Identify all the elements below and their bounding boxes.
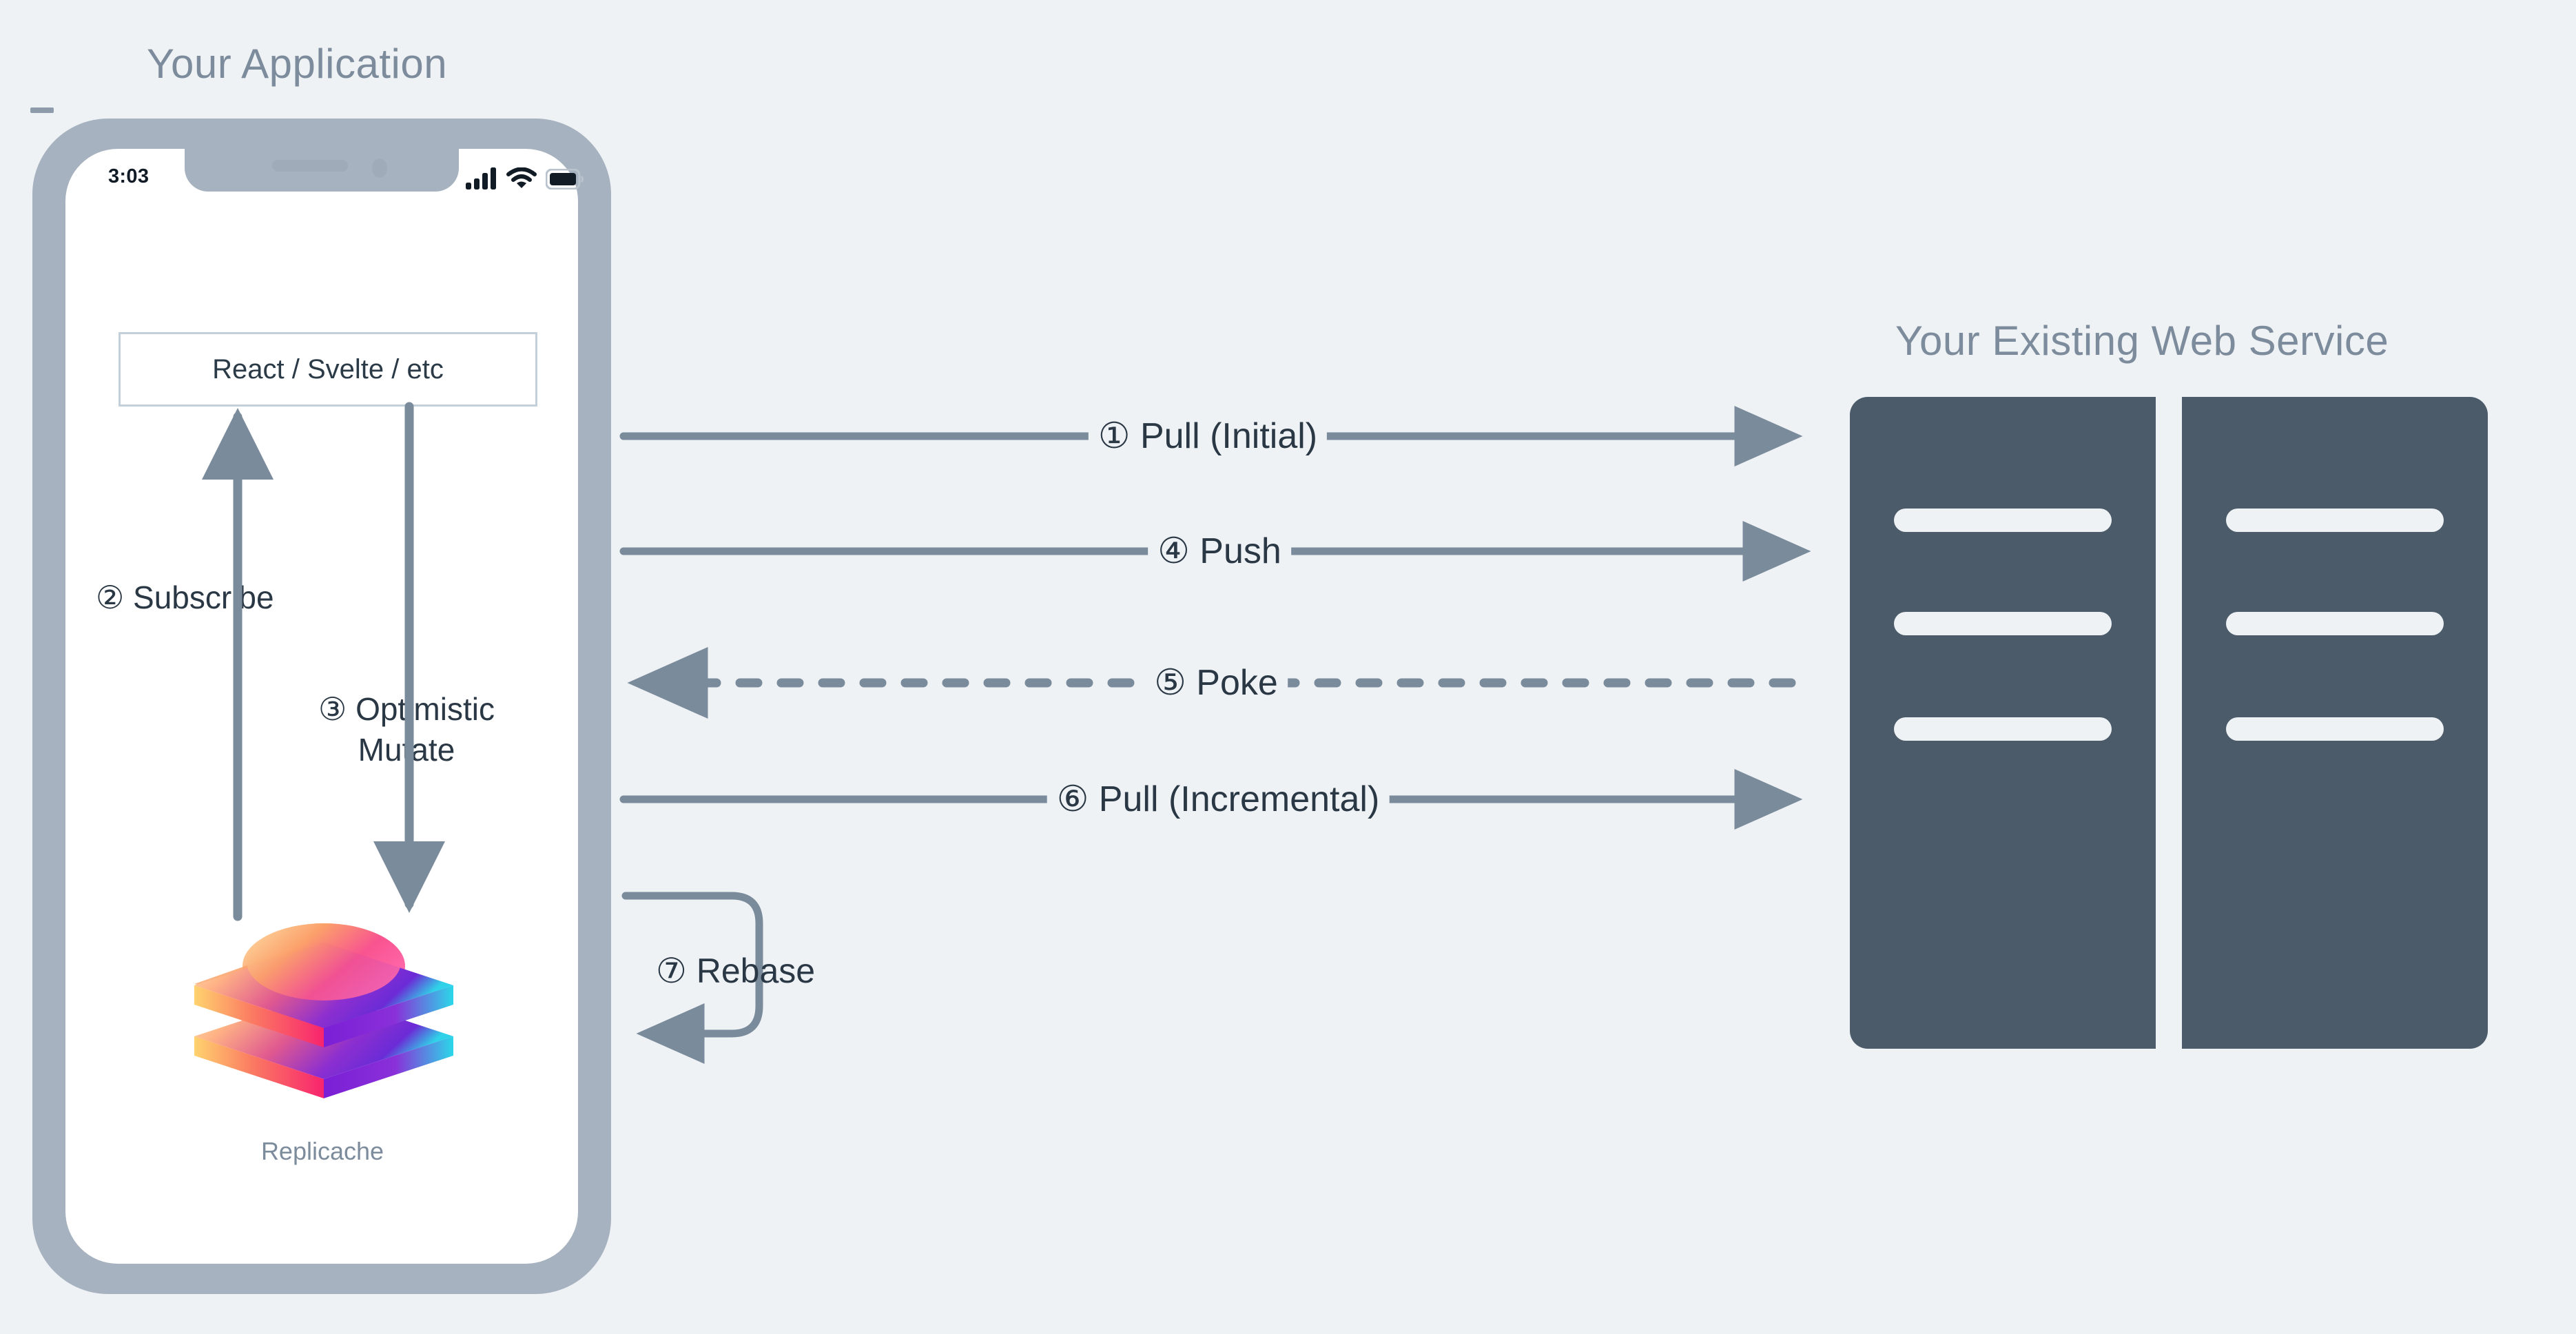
status-bar-icons [466, 167, 584, 189]
pull-incremental-text: Pull (Incremental) [1098, 779, 1380, 819]
server-unit-left [1850, 397, 2156, 1049]
step-4-number: ④ [1157, 531, 1190, 571]
push-text: Push [1199, 531, 1281, 571]
step-2-number: ② [96, 579, 125, 615]
phone-speaker-icon [272, 160, 348, 172]
push-label: ④ Push [1148, 531, 1291, 572]
corner-dash-mark [30, 107, 54, 113]
replicache-caption: Replicache [260, 1137, 384, 1165]
your-existing-web-service-title: Your Existing Web Service [1895, 318, 2389, 364]
battery-icon [546, 169, 584, 189]
replicache-layers-logo [178, 903, 467, 1109]
rebase-label: ⑦ Rebase [656, 951, 815, 991]
pull-initial-text: Pull (Initial) [1140, 416, 1318, 456]
step-subscribe-label: ② Subscribe [96, 577, 274, 618]
pull-incremental-label: ⑥ Pull (Incremental) [1047, 779, 1390, 820]
step-mutate-text-line2: Mutate [358, 731, 455, 768]
step-1-number: ① [1098, 416, 1131, 456]
server-bar [1894, 509, 2112, 532]
cellular-signal-icon [466, 167, 496, 189]
ui-framework-box[interactable]: React / Svelte / etc [119, 332, 537, 407]
step-mutate-text-line1: Optimistic [356, 691, 495, 727]
server-bar [2226, 509, 2444, 532]
ui-framework-label: React / Svelte / etc [212, 353, 444, 384]
wifi-icon [506, 167, 537, 188]
your-application-title: Your Application [147, 41, 448, 87]
status-bar-time: 3:03 [108, 165, 150, 187]
step-3-number: ③ [318, 691, 347, 727]
server-bar [2226, 717, 2444, 741]
step-subscribe-text: Subscribe [133, 579, 274, 615]
poke-text: Poke [1196, 663, 1278, 703]
phone-camera-icon [372, 158, 387, 178]
pull-initial-label: ① Pull (Initial) [1088, 415, 1328, 457]
step-6-number: ⑥ [1056, 779, 1089, 819]
rebase-text: Rebase [696, 952, 816, 990]
step-optimistic-mutate-label: ③ Optimistic Mutate [262, 689, 551, 770]
poke-label: ⑤ Poke [1144, 662, 1288, 704]
server-bar [2226, 612, 2444, 635]
step-7-number: ⑦ [656, 952, 687, 990]
server-unit-right [2182, 397, 2488, 1049]
server-bar [1894, 717, 2112, 741]
server-bar [1894, 612, 2112, 635]
step-5-number: ⑤ [1154, 663, 1186, 703]
